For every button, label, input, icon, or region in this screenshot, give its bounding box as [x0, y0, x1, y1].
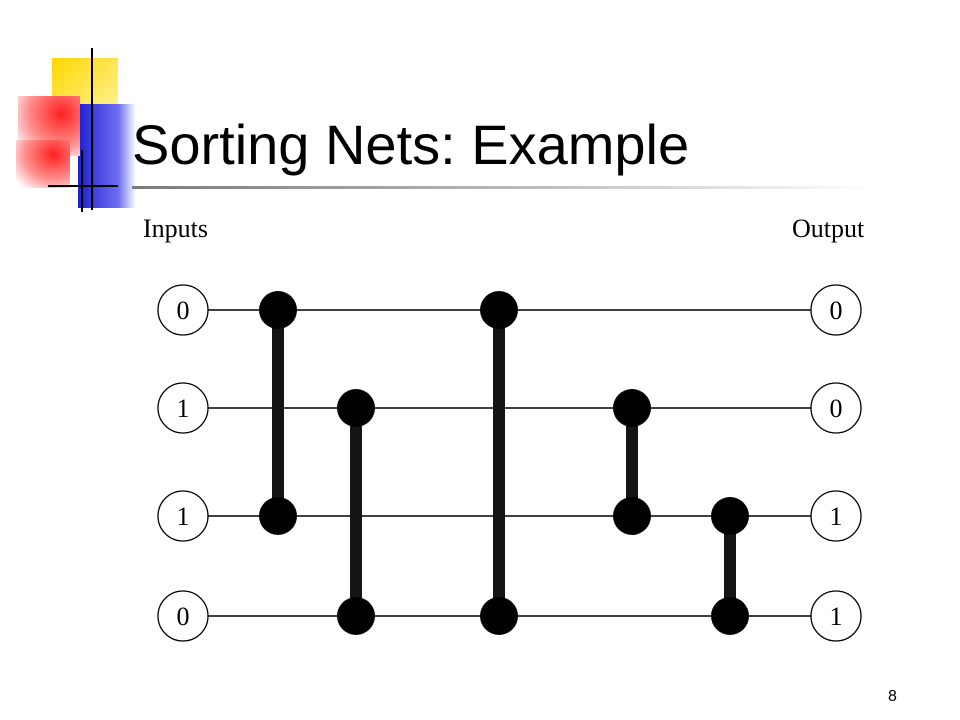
- title-underline: [132, 186, 872, 189]
- deco-blue-square: [78, 104, 136, 208]
- comparator-2-top-dot: [337, 389, 375, 427]
- output-label: Output: [792, 214, 865, 243]
- comparator-5-top-dot: [711, 497, 749, 535]
- comparator-3-bar: [493, 310, 505, 616]
- input-node-1-circle: [157, 284, 209, 336]
- input-node-4-circle: [157, 590, 209, 642]
- output-node-2-circle: [810, 382, 862, 434]
- inputs-label: Inputs: [143, 214, 208, 243]
- comparator-3-top-dot: [480, 291, 518, 329]
- comparator-3-bottom-dot: [480, 597, 518, 635]
- output-node-1-value: 0: [830, 296, 843, 325]
- comparator-5-bar: [724, 516, 736, 616]
- input-node-1-value: 0: [177, 296, 190, 325]
- page-number: 8: [888, 688, 897, 705]
- comparator-5-bottom-dot: [711, 597, 749, 635]
- output-node-3-value: 1: [830, 502, 843, 531]
- output-node-2-value: 0: [830, 394, 843, 423]
- comparator-1-top-dot: [259, 291, 297, 329]
- input-node-3-value: 1: [177, 502, 190, 531]
- comparator-4-top-dot: [613, 389, 651, 427]
- comparator-1-bar: [272, 310, 284, 516]
- input-node-2-circle: [157, 382, 209, 434]
- input-node-2-value: 1: [177, 394, 190, 423]
- output-node-3-circle: [810, 490, 862, 542]
- deco-red-square-bottom: [16, 140, 70, 188]
- comparator-4-bar: [626, 408, 638, 516]
- output-node-1-circle: [810, 284, 862, 336]
- comparator-1-bottom-dot: [259, 497, 297, 535]
- input-node-3-circle: [157, 490, 209, 542]
- output-node-4-circle: [810, 590, 862, 642]
- slide-decoration: [16, 48, 136, 212]
- comparator-2-bar: [350, 408, 362, 616]
- input-node-4-value: 0: [177, 602, 190, 631]
- output-node-4-value: 1: [830, 602, 843, 631]
- slide-title: Sorting Nets: Example: [132, 113, 690, 176]
- comparator-2-bottom-dot: [337, 597, 375, 635]
- comparator-4-bottom-dot: [613, 497, 651, 535]
